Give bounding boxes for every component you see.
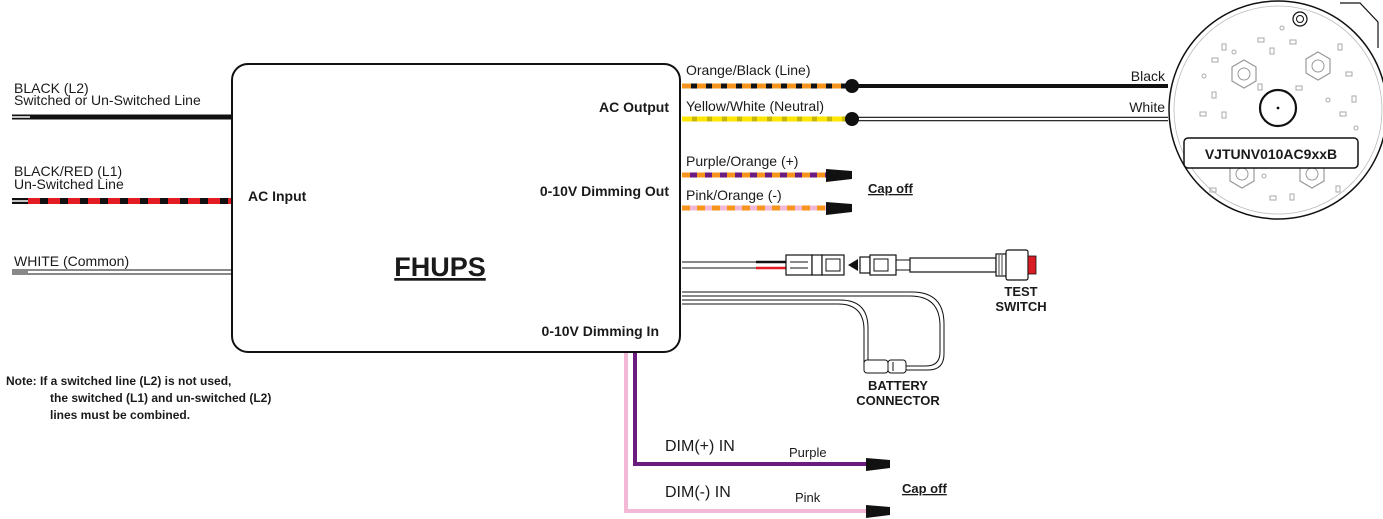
l1-wire-title: BLACK/RED (L1) xyxy=(14,163,122,179)
wire-purple-orange-dim-plus xyxy=(682,169,852,182)
ac-output-label: AC Output xyxy=(599,99,669,115)
dim-plus-in-label: DIM(+) IN xyxy=(665,438,735,455)
ac-input-label: AC Input xyxy=(248,188,307,204)
splice-dot-line xyxy=(845,79,859,93)
switch-body xyxy=(1005,249,1029,281)
connector-arrow xyxy=(848,259,858,271)
connector-housing-left xyxy=(785,254,813,276)
fixture-model-label: VJTUNV010AC9xxB xyxy=(1205,146,1337,162)
wire-yellow-white-neutral xyxy=(682,112,1168,126)
test-switch-cable xyxy=(682,249,1037,281)
note-line3: lines must be combined. xyxy=(50,408,190,422)
neutral-wire-label: Yellow/White (Neutral) xyxy=(686,98,824,114)
white-wire-label: White xyxy=(1129,99,1165,115)
wire-pink-orange-dim-minus xyxy=(682,202,852,215)
dim-plus-wire-label: Purple/Orange (+) xyxy=(686,153,798,169)
wire-cap-purple-in xyxy=(866,458,890,471)
note-line1: Note: If a switched line (L2) is not use… xyxy=(6,374,231,388)
wire-orange-black-line xyxy=(682,79,1168,93)
l2-wire-title: BLACK (L2) xyxy=(14,80,89,96)
fixture-model-plate xyxy=(1183,137,1359,169)
cap-off-label-out: Cap off xyxy=(868,181,913,196)
cap-off-label-in: Cap off xyxy=(902,481,947,496)
dim-minus-in-label: DIM(-) IN xyxy=(665,484,731,501)
wire-cap-pink-out xyxy=(826,202,852,215)
battery-label-line2: CONNECTOR xyxy=(856,393,940,408)
l2-wire-subtitle: Switched or Un-Switched Line xyxy=(14,92,201,108)
splice-dot-neutral xyxy=(845,112,859,126)
common-wire-label: WHITE (Common) xyxy=(14,253,129,269)
test-switch-label-line1: TEST xyxy=(1004,284,1037,299)
line-wire-label: Orange/Black (Line) xyxy=(686,62,811,78)
dim-in-label: 0-10V Dimming In xyxy=(542,323,659,339)
test-switch-label-line2: SWITCH xyxy=(995,299,1046,314)
battery-label-line1: BATTERY xyxy=(868,378,928,393)
dim-out-label: 0-10V Dimming Out xyxy=(540,183,669,199)
black-wire-label: Black xyxy=(1131,68,1166,84)
l1-wire-subtitle: Un-Switched Line xyxy=(14,176,124,192)
switch-button xyxy=(1027,255,1037,275)
battery-cable xyxy=(682,291,945,374)
dim-minus-wire-label: Pink/Orange (-) xyxy=(686,187,782,203)
dim-minus-in-color: Pink xyxy=(795,490,821,505)
note-line2: the switched (L1) and un-switched (L2) xyxy=(50,391,271,405)
wire-cap-pink-in xyxy=(866,505,890,518)
wire-cap-purple-out xyxy=(826,169,852,182)
fhups-title: FHUPS xyxy=(394,252,486,282)
wire-dim-in-purple xyxy=(633,350,890,471)
wire-dim-in-pink xyxy=(624,350,890,518)
fixture-module xyxy=(1168,0,1383,220)
fhups-box xyxy=(231,63,681,353)
dim-plus-in-color: Purple xyxy=(789,445,827,460)
